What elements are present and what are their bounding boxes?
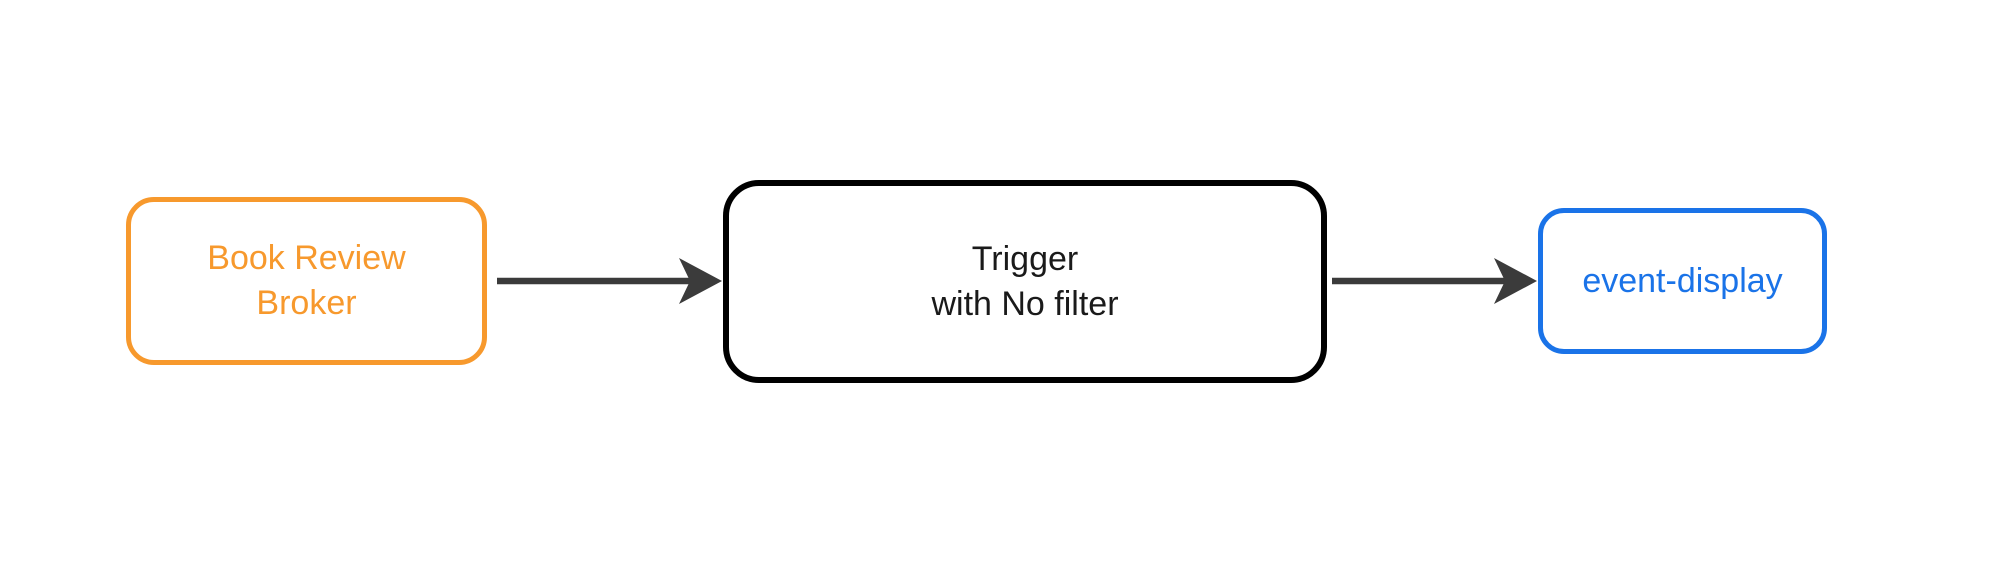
node-book-review-broker: Book Review Broker bbox=[126, 197, 487, 365]
edge-broker-to-trigger bbox=[497, 258, 722, 304]
node-label-line: Broker bbox=[256, 284, 357, 322]
node-label-line: event-display bbox=[1582, 261, 1783, 300]
node-event-display: event-display bbox=[1538, 208, 1827, 354]
node-label-line: with No filter bbox=[931, 284, 1119, 323]
node-trigger: Trigger with No filter bbox=[723, 180, 1327, 383]
node-label-line: Trigger bbox=[971, 239, 1079, 278]
arrowhead-icon bbox=[679, 258, 722, 304]
node-label-line: Book Review bbox=[207, 239, 406, 277]
edge-trigger-to-event-display bbox=[1332, 258, 1537, 304]
arrowhead-icon bbox=[1494, 258, 1537, 304]
